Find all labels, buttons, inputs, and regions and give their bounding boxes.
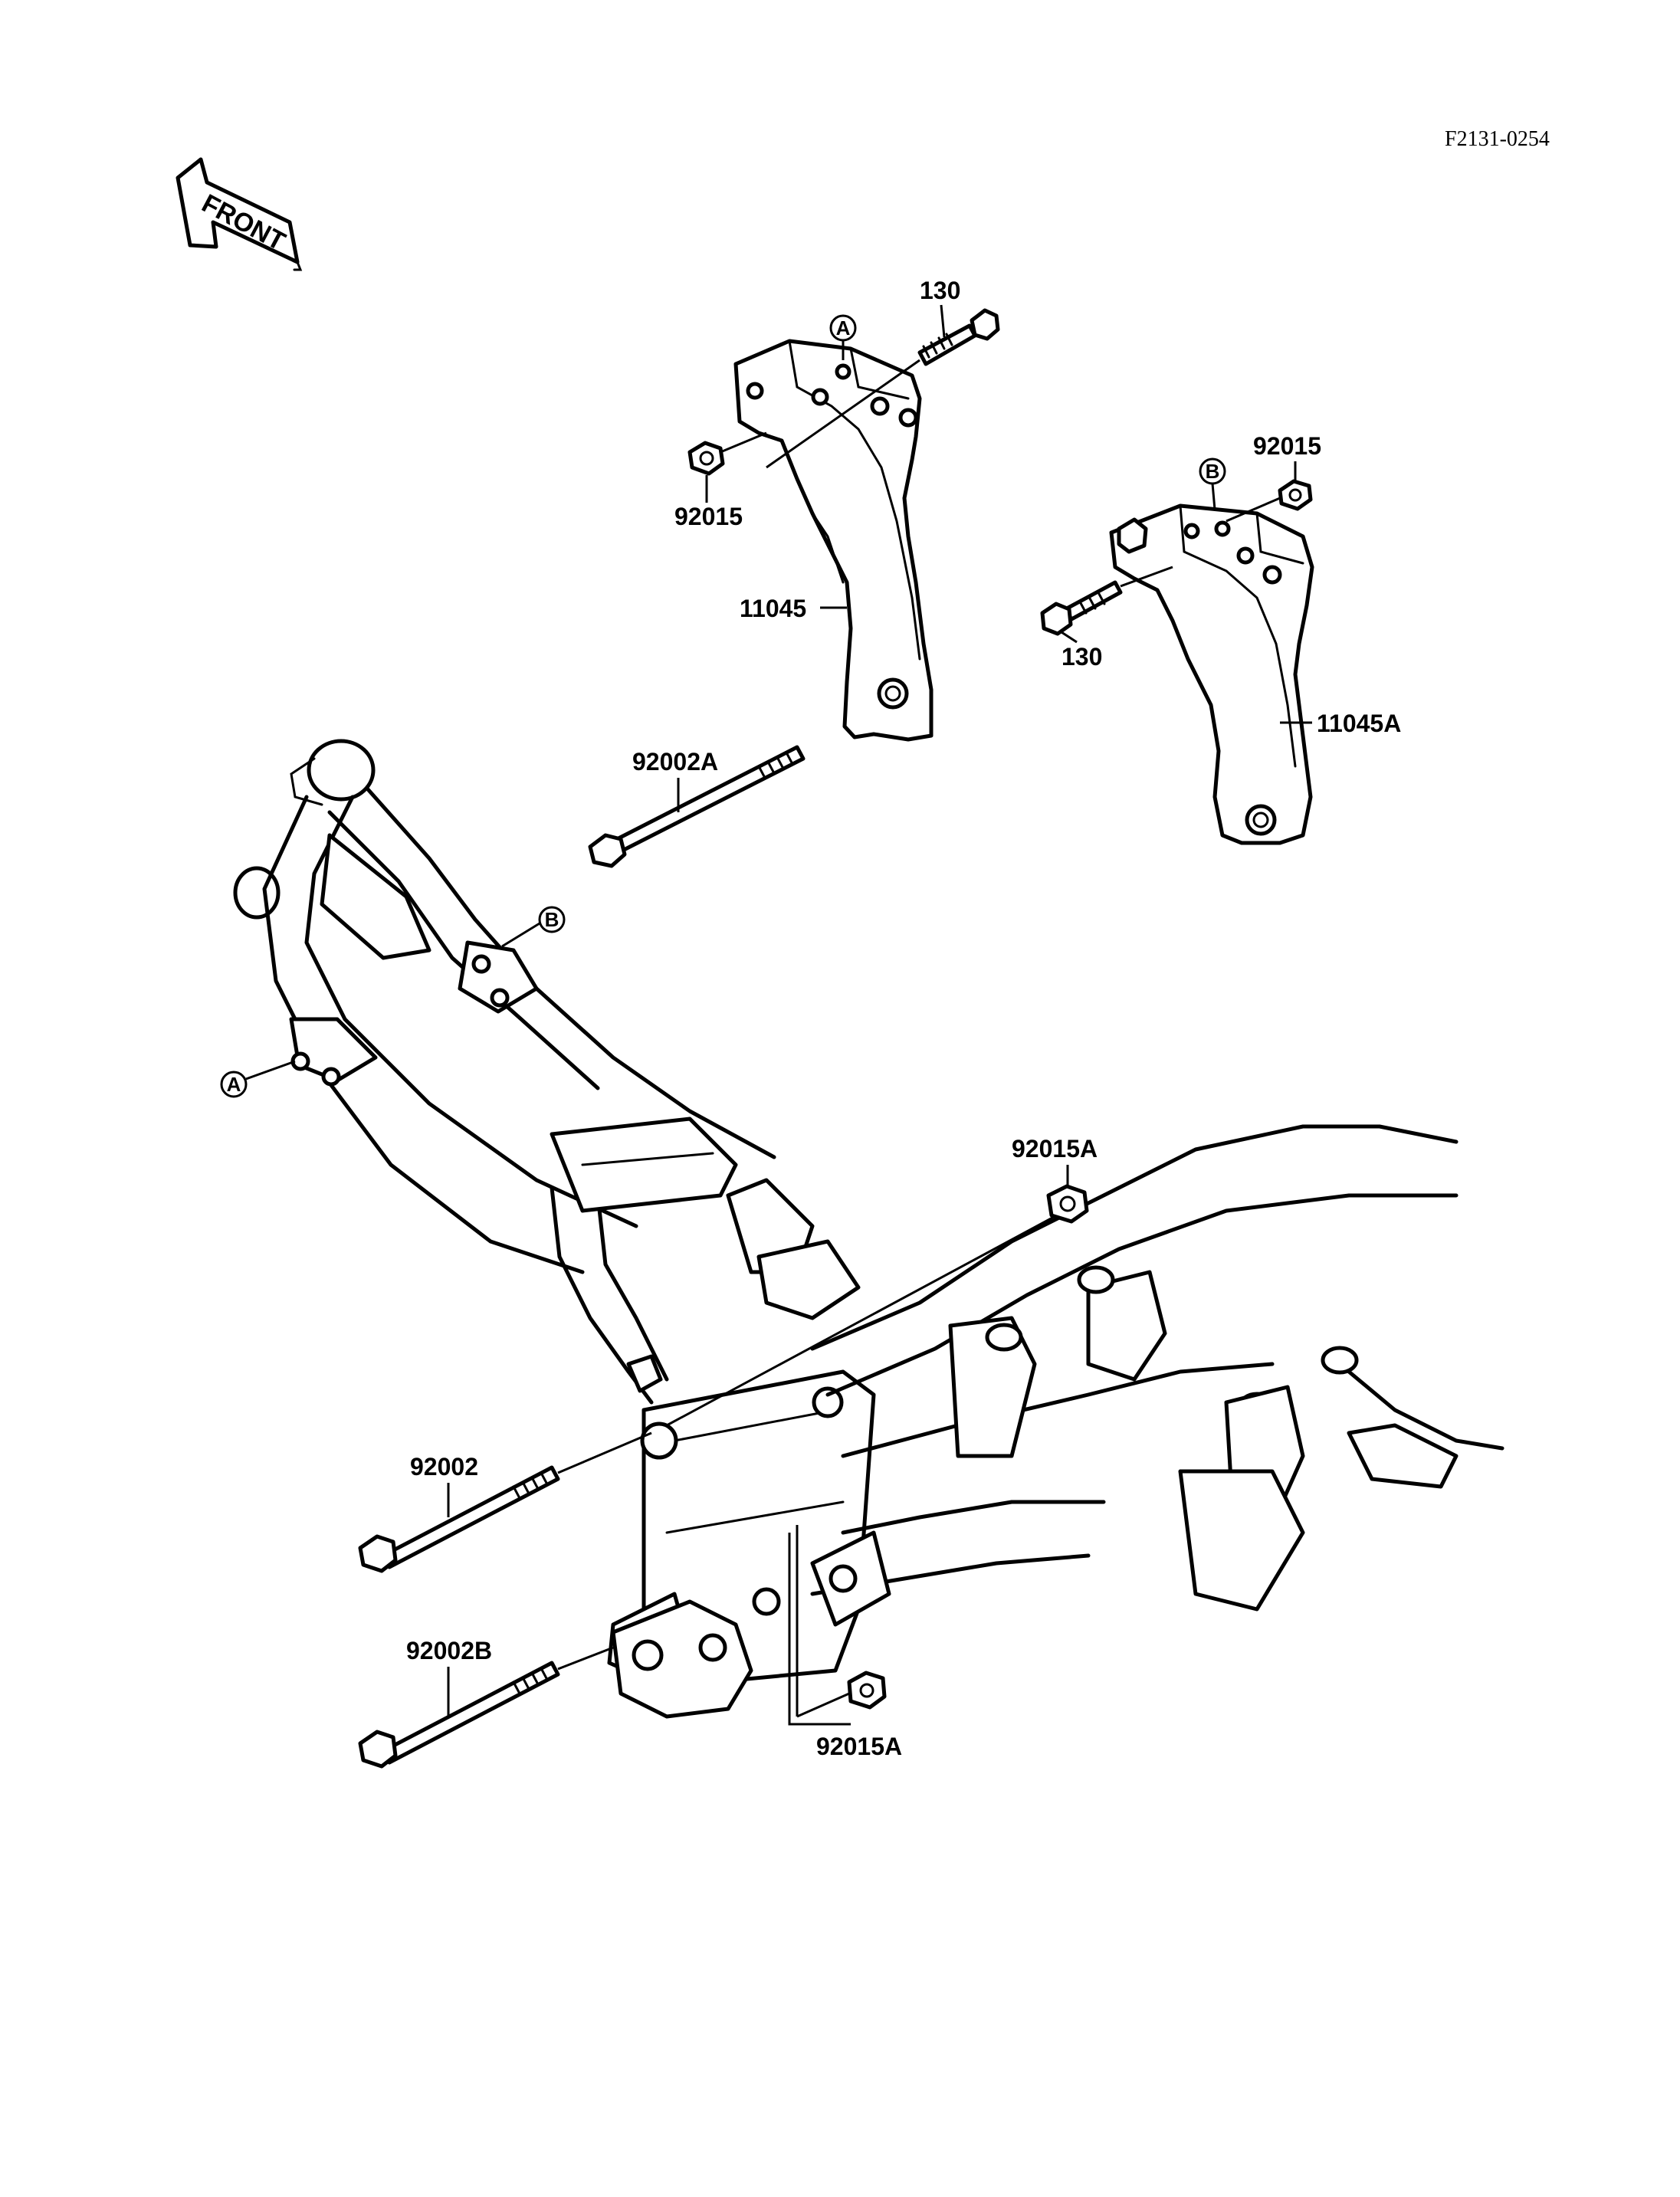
front-direction-arrow-icon: FRONT bbox=[176, 157, 303, 271]
bolt-130-right-icon bbox=[1040, 580, 1123, 636]
bolt-130-top-icon bbox=[917, 308, 1000, 366]
bolt-92002-icon bbox=[358, 1465, 560, 1573]
part-label-92015a-bottom: 92015A bbox=[816, 1733, 902, 1760]
part-label-92015-left: 92015 bbox=[674, 503, 743, 530]
diagram-code: F2131-0254 bbox=[1445, 127, 1550, 151]
svg-text:B: B bbox=[545, 908, 559, 931]
svg-text:B: B bbox=[1206, 460, 1220, 483]
part-label-11045: 11045 bbox=[740, 595, 806, 622]
part-label-130-top: 130 bbox=[920, 277, 960, 304]
ref-mark-a-frame: A bbox=[220, 1060, 296, 1098]
svg-text:A: A bbox=[836, 316, 851, 339]
ref-mark-a-top: A bbox=[829, 314, 857, 360]
bolt-92002b-icon bbox=[358, 1661, 560, 1769]
part-label-92002: 92002 bbox=[410, 1453, 478, 1481]
part-label-92015a-top: 92015A bbox=[1012, 1135, 1098, 1162]
part-label-92015-right: 92015 bbox=[1253, 432, 1321, 460]
part-label-92002b: 92002B bbox=[406, 1637, 492, 1664]
part-label-11045a: 11045A bbox=[1317, 710, 1401, 737]
engine-bracket-11045 bbox=[733, 339, 934, 742]
long-bolt-92002a-icon bbox=[588, 745, 806, 868]
part-label-130-right: 130 bbox=[1061, 643, 1102, 671]
motorcycle-frame bbox=[233, 739, 1504, 1719]
nut-92015-left-icon bbox=[687, 441, 725, 476]
nut-92015-right-icon bbox=[1278, 479, 1313, 511]
svg-text:A: A bbox=[227, 1073, 241, 1096]
ref-mark-b-frame: B bbox=[501, 906, 566, 948]
ref-mark-b-top: B bbox=[1199, 457, 1226, 510]
nut-92015a-top-icon bbox=[1046, 1184, 1089, 1224]
part-label-92002a: 92002A bbox=[632, 748, 718, 776]
nut-92015a-bottom-icon bbox=[847, 1671, 887, 1710]
engine-bracket-11045a bbox=[1109, 503, 1314, 845]
